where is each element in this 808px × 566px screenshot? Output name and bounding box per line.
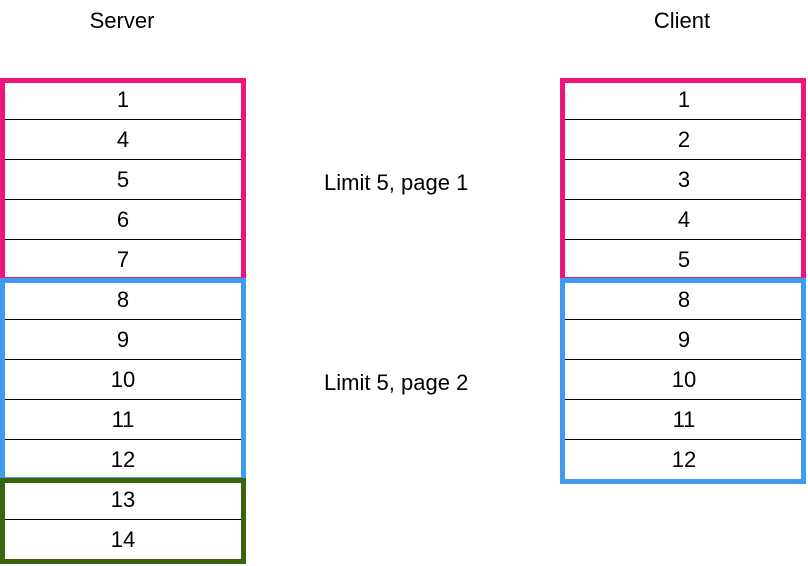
server-row: 10 bbox=[2, 360, 244, 400]
server-row: 1 bbox=[2, 80, 244, 120]
client-row: 2 bbox=[563, 120, 805, 160]
page2-label: Limit 5, page 2 bbox=[324, 370, 469, 395]
client-row: 12 bbox=[563, 440, 805, 480]
server-row: 4 bbox=[2, 120, 244, 160]
client-row: 4 bbox=[563, 200, 805, 240]
server-row: 8 bbox=[2, 280, 244, 320]
server-row: 14 bbox=[2, 520, 244, 560]
client-row: 11 bbox=[563, 400, 805, 440]
page1-label: Limit 5, page 1 bbox=[324, 170, 469, 195]
client-row: 10 bbox=[563, 360, 805, 400]
server-row: 5 bbox=[2, 160, 244, 200]
server-row: 13 bbox=[2, 480, 244, 520]
server-row: 7 bbox=[2, 240, 244, 280]
client-heading: Client bbox=[653, 8, 711, 33]
server-row: 12 bbox=[2, 440, 244, 480]
server-row: 11 bbox=[2, 400, 244, 440]
client-row: 8 bbox=[563, 280, 805, 320]
client-row: 3 bbox=[563, 160, 805, 200]
server-row: 6 bbox=[2, 200, 244, 240]
client-row: 1 bbox=[563, 80, 805, 120]
client-row: 5 bbox=[563, 240, 805, 280]
client-row: 9 bbox=[563, 320, 805, 360]
server-heading: Server bbox=[89, 8, 155, 33]
server-row: 9 bbox=[2, 320, 244, 360]
